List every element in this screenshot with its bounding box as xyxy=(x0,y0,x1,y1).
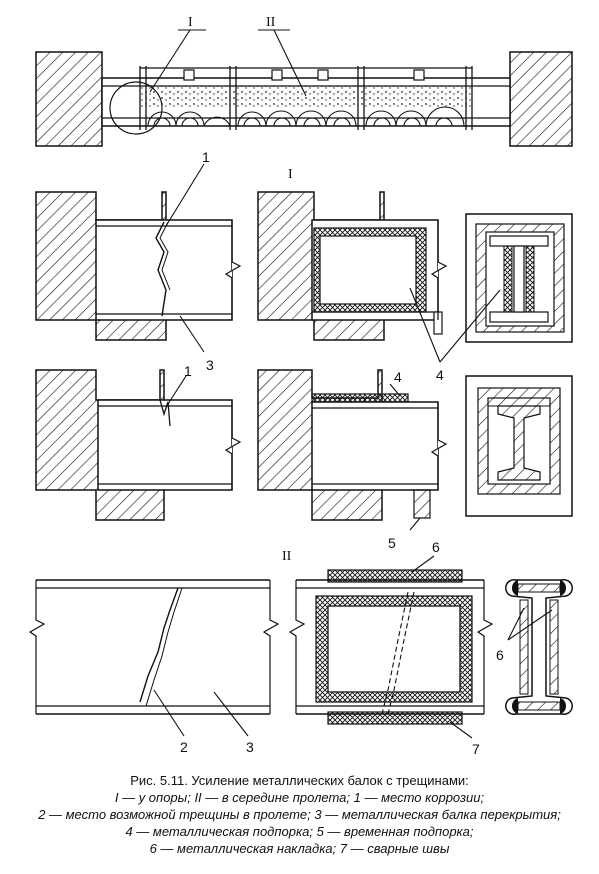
label-3-a: 3 xyxy=(206,357,214,373)
prop-plate-right xyxy=(525,245,535,313)
temporary-prop xyxy=(413,489,431,519)
beam-reinforcement-figure: I II I 1 3 4 xyxy=(28,15,573,757)
caption-line-3: 2 — место возможной трещины в пролете; 3… xyxy=(38,807,561,822)
figure-caption: Рис. 5.11. Усиление металлических балок … xyxy=(0,772,599,857)
section-I-label: I xyxy=(288,167,293,182)
support-reinforced-a xyxy=(257,191,448,341)
right-wall xyxy=(509,51,573,147)
overview-floor-section: I II xyxy=(35,15,573,147)
section-II-label: II xyxy=(282,549,292,564)
crack-a xyxy=(155,221,167,317)
caption-line-1: Рис. 5.11. Усиление металлических балок … xyxy=(130,773,469,788)
top-plate xyxy=(327,569,463,583)
bottom-plate xyxy=(327,711,463,725)
gravel-fill xyxy=(140,86,472,108)
label-6-d: 6 xyxy=(496,647,504,663)
support-beam-a: 1 3 xyxy=(35,149,242,373)
caption-line-2: I — у опоры; II — в середине пролета; 1 … xyxy=(114,790,485,805)
left-wall xyxy=(35,51,103,147)
overview-label-I: I xyxy=(188,15,193,30)
label-1-a: 1 xyxy=(202,149,210,165)
label-5: 5 xyxy=(388,535,396,551)
label-4-b: 4 xyxy=(394,369,402,385)
midspan-beam: 2 3 xyxy=(28,579,280,755)
prop-plate-left xyxy=(503,245,513,313)
corrosion-b xyxy=(159,399,171,427)
cross-section-b xyxy=(465,375,573,517)
overview-label-II: II xyxy=(266,15,276,30)
label-4-a: 4 xyxy=(436,367,444,383)
support-reinforced-b: 4 5 xyxy=(257,369,448,551)
label-1-b: 1 xyxy=(184,363,192,379)
label-7: 7 xyxy=(472,741,480,757)
cross-section-a: 4 xyxy=(409,213,573,383)
label-2: 2 xyxy=(180,739,188,755)
label-3-c: 3 xyxy=(246,739,254,755)
midspan-crack xyxy=(139,587,179,703)
cross-section-c: 6 xyxy=(496,579,573,715)
detail-circle-I xyxy=(109,81,163,135)
label-6-c: 6 xyxy=(432,539,440,555)
metal-prop-b xyxy=(311,393,409,403)
caption-line-4: 4 — металлическая подпорка; 5 — временна… xyxy=(125,824,474,839)
midspan-reinforced: 6 7 xyxy=(288,539,494,757)
caption-line-5: 6 — металлическая накладка; 7 — сварные … xyxy=(149,841,450,856)
support-beam-b: 1 xyxy=(35,363,242,521)
